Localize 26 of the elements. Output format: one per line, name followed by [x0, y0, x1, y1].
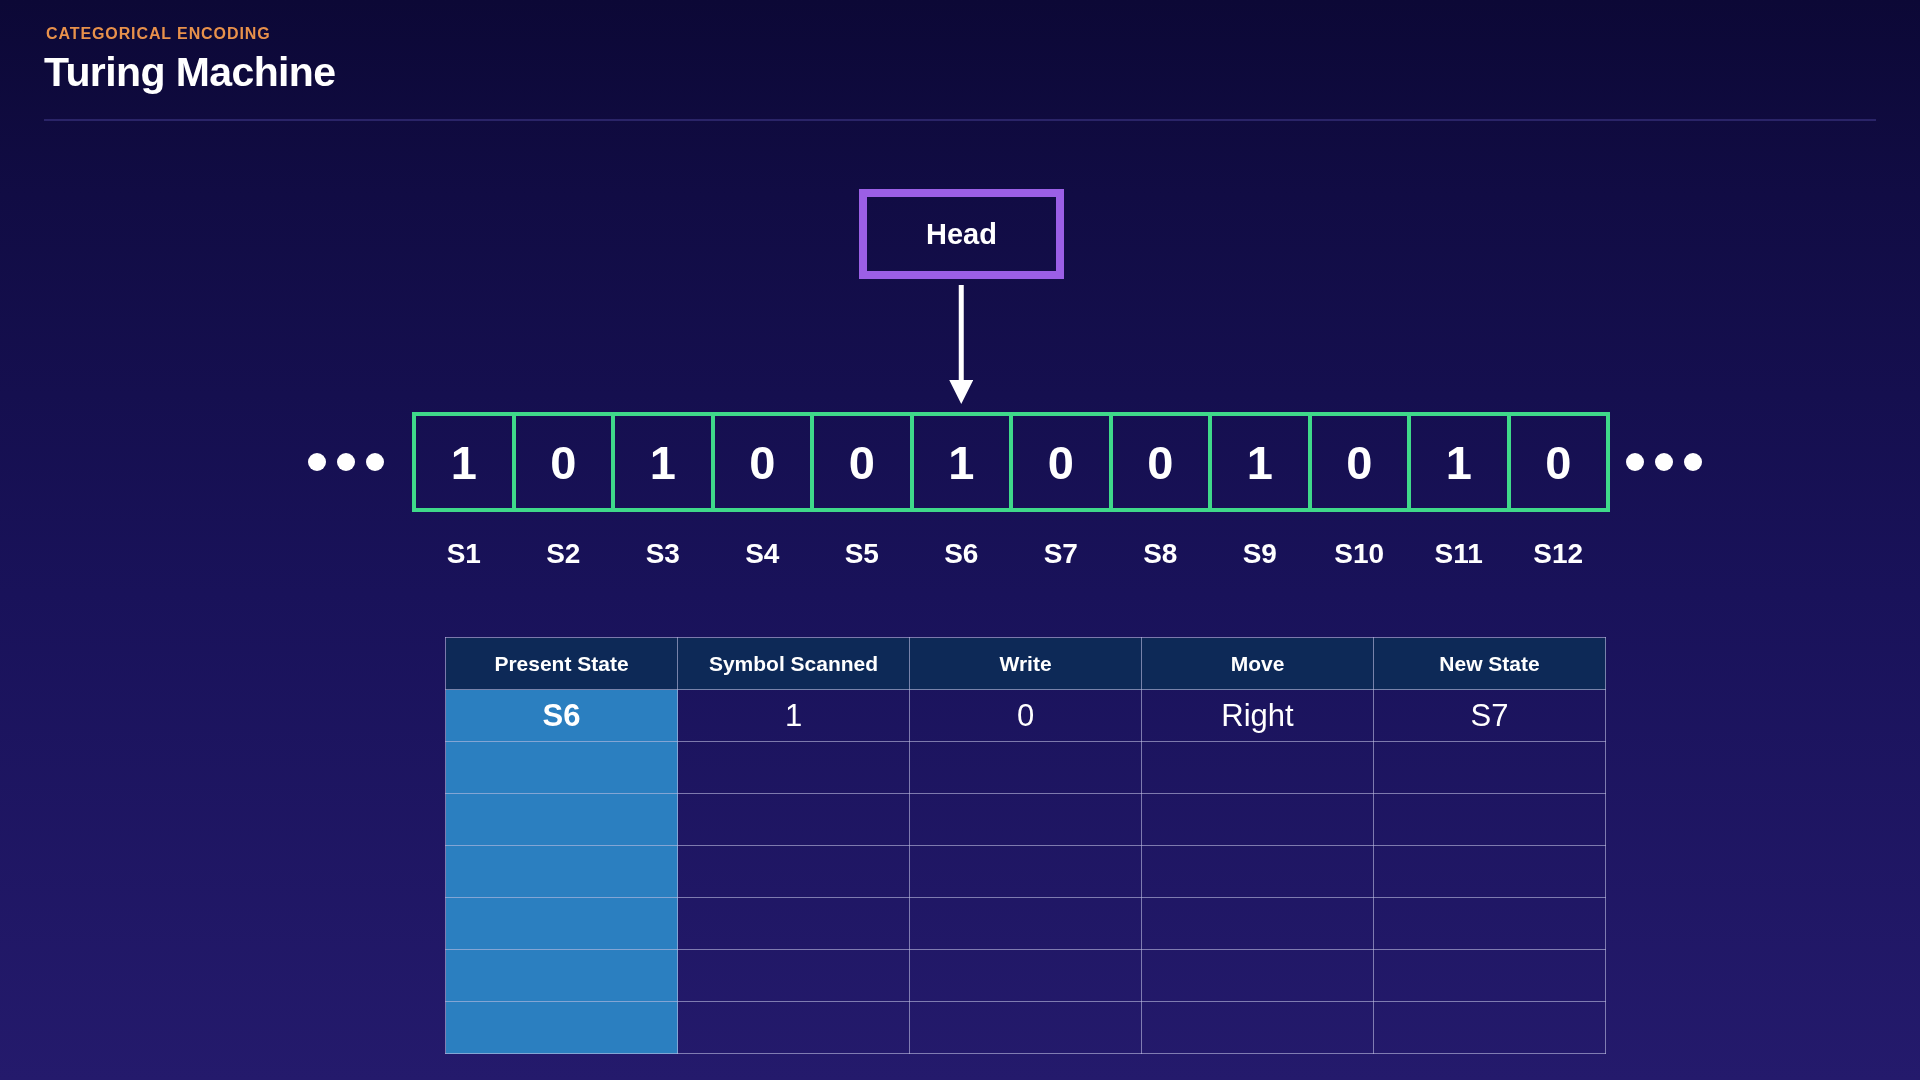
table-cell: Right — [1141, 689, 1374, 742]
cell-label: S4 — [745, 540, 780, 568]
cell-label: S9 — [1242, 540, 1277, 568]
cell-label: S3 — [645, 540, 680, 568]
cell-label: S8 — [1143, 540, 1178, 568]
cell-label: S2 — [546, 540, 581, 568]
cell-label: S10 — [1334, 540, 1385, 568]
table-cell: S6 — [445, 689, 678, 742]
cell-label: S5 — [844, 540, 879, 568]
section-label: CATEGORICAL ENCODING — [46, 26, 271, 42]
cell-label: S7 — [1043, 540, 1078, 568]
cell-label: S6 — [944, 540, 979, 568]
arrow — [949, 285, 974, 404]
cell-label: S11 — [1434, 540, 1483, 568]
column-header: Move — [1141, 637, 1374, 690]
column-header: Write — [909, 637, 1142, 690]
table-cell: 0 — [909, 689, 1142, 742]
column-header: Symbol Scanned — [677, 637, 910, 690]
column-header: New State — [1373, 637, 1606, 690]
table-cell: 1 — [677, 689, 910, 742]
cell-label: S12 — [1533, 540, 1584, 568]
slide-title: Turing Machine — [44, 52, 336, 93]
table-cell: S7 — [1373, 689, 1606, 742]
head-box: Head — [859, 189, 1064, 279]
column-header: Present State — [445, 637, 678, 690]
cell-label: S1 — [446, 540, 481, 568]
